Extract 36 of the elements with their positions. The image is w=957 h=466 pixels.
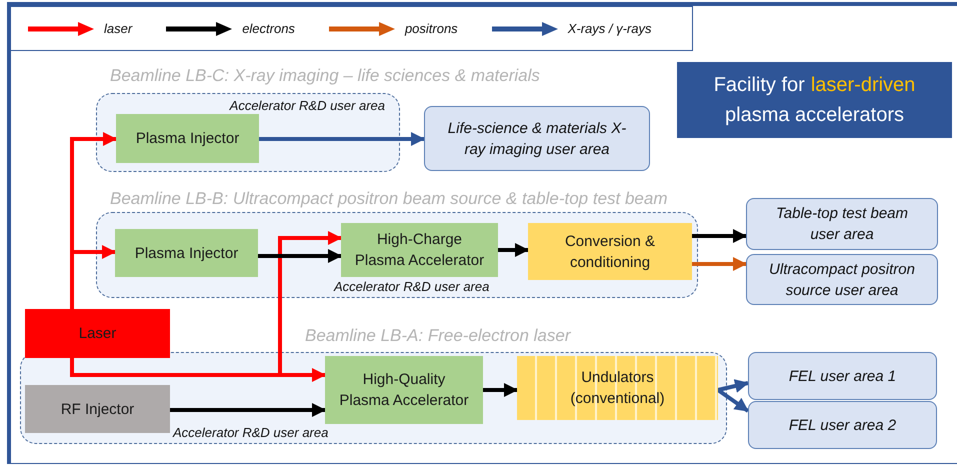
- highlighted-title-text: laser-driven: [810, 73, 916, 98]
- legend-text: electrons: [242, 20, 295, 38]
- arrow: [170, 403, 326, 417]
- legend-text: positrons: [404, 20, 458, 38]
- arrow: [716, 388, 750, 413]
- undulator-box: Undulators (conventional): [517, 356, 718, 420]
- beamline-heading: Beamline LB-C: X-ray imaging – life sciences & materials: [110, 65, 540, 87]
- arrow: [692, 257, 747, 271]
- arrow: [692, 229, 747, 243]
- area-label: Accelerator R&D user area: [334, 278, 490, 296]
- user-area-box: Life-science & materials X-ray imaging user area: [424, 106, 650, 171]
- arrow: [258, 249, 342, 263]
- laser-box: Laser: [25, 309, 170, 358]
- accelerator-box: Plasma Injector: [116, 114, 259, 163]
- accelerator-box: High-Charge Plasma Accelerator: [341, 223, 498, 277]
- arrow: [259, 132, 425, 146]
- user-area-box: FEL user area 1: [748, 352, 937, 400]
- accelerator-box: High-Quality Plasma Accelerator: [325, 356, 483, 424]
- legend-text: laser: [104, 20, 132, 38]
- user-area-box: FEL user area 2: [748, 401, 937, 449]
- legend-text: X-rays / γ-rays: [568, 20, 652, 38]
- injector-box: RF Injector: [25, 385, 170, 433]
- arrow: [483, 383, 518, 397]
- user-area-box: Table-top test beam user area: [746, 198, 938, 250]
- arrow: [718, 379, 749, 393]
- beamline-heading: Beamline LB-B: Ultracompact positron beam source & table-top test beam: [110, 188, 668, 210]
- area-label: Accelerator R&D user area: [230, 97, 385, 115]
- beamline-heading: Beamline LB-A: Free-electron laser: [305, 325, 571, 347]
- title-text: Facility for: [714, 73, 805, 98]
- accelerator-box: Plasma Injector: [115, 229, 258, 277]
- user-area-box: Ultracompact positron source user area: [746, 254, 938, 305]
- arrow: [498, 243, 529, 257]
- area-label: Accelerator R&D user area: [173, 424, 328, 442]
- conversion-box: Conversion & conditioning: [528, 223, 692, 280]
- title-text: plasma accelerators: [725, 103, 904, 128]
- title-banner: [677, 62, 952, 138]
